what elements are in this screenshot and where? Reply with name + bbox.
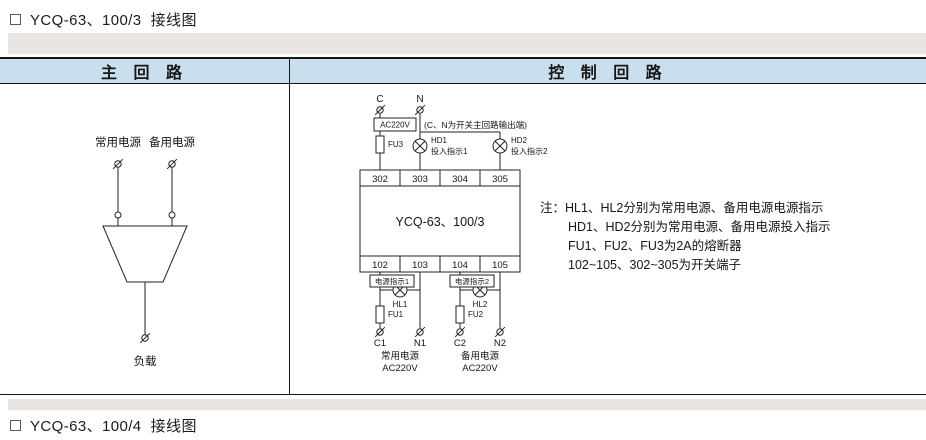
terminal-icon	[112, 158, 124, 170]
section-title-bottom-text: YCQ-63、100/4 接线图	[30, 418, 197, 435]
label-hl1: HL1	[393, 300, 408, 309]
terminal-303: 303	[412, 174, 428, 185]
label-hd1-desc: 投入指示1	[431, 146, 468, 156]
indicator2-tag-box	[449, 274, 495, 288]
device-box	[359, 169, 521, 273]
label-power-indicator1: 电源指示1	[375, 276, 409, 286]
indicator1-tag-box	[369, 274, 415, 288]
label-hd2-desc: 投入指示2	[511, 146, 548, 156]
header-control-circuit: 控 制 回 路	[548, 65, 668, 82]
square-bullet-icon	[10, 14, 21, 25]
table-header-row: 主 回 路 控 制 回 路	[0, 57, 926, 84]
terminal-icon	[414, 326, 426, 338]
label-n2: N2	[494, 338, 506, 349]
terminal-icon	[454, 326, 466, 338]
square-bullet-icon	[10, 420, 21, 431]
label-c2: C2	[454, 338, 466, 349]
divider-band-bottom	[8, 399, 926, 410]
section-title-top: YCQ-63、100/3 接线图	[10, 9, 197, 30]
label-n1: N1	[414, 338, 426, 349]
contact-icon	[168, 211, 176, 219]
label-hd2: HD2	[511, 136, 528, 145]
fuse-fu2-icon	[455, 305, 465, 324]
note-line: 注：HL1、HL2分别为常用电源、备用电源电源指示	[540, 199, 831, 218]
note-line: FU1、FU2、FU3为2A的熔断器	[568, 239, 742, 253]
terminal-305: 305	[492, 174, 508, 185]
label-normal-power-src: 常用电源	[381, 350, 420, 362]
section-title-bottom: YCQ-63、100/4 接线图	[10, 415, 197, 436]
label-power-indicator2: 电源指示2	[455, 276, 489, 286]
label-normal-power: 常用电源	[95, 135, 141, 149]
label-cn-note: (C、N为开关主回路输出端)	[424, 120, 527, 130]
label-n: N	[416, 94, 423, 105]
header-main-circuit: 主 回 路	[0, 59, 290, 83]
lamp-hd1-icon	[412, 138, 428, 154]
note-line: 102~105、302~305为开关端子	[568, 258, 742, 272]
lamp-hd2-icon	[492, 138, 508, 154]
terminal-icon	[139, 332, 151, 344]
label-backup-power: 备用电源	[149, 135, 195, 149]
transfer-switch-body	[102, 225, 188, 283]
table-body-row: 常用电源 备用电源 负载	[0, 84, 926, 395]
fuse-fu1-icon	[375, 305, 385, 324]
label-fu2: FU2	[468, 310, 484, 319]
ac220v-tag-box	[373, 117, 417, 132]
terminal-icon	[374, 326, 386, 338]
main-circuit-diagram: 常用电源 备用电源 负载	[95, 135, 195, 368]
label-c: C	[376, 94, 383, 105]
control-circuit-cell: AC220V (C、N为开关主回路输出端) 电源指示1 电源指示2	[290, 84, 926, 394]
terminal-105: 105	[492, 260, 508, 271]
label-load: 负载	[134, 354, 157, 368]
label-backup-power-src: 备用电源	[461, 350, 500, 362]
device-model-label: YCQ-63、100/3	[396, 215, 485, 229]
terminal-304: 304	[452, 174, 468, 185]
note-prefix: 注：	[540, 201, 566, 215]
label-c1: C1	[374, 338, 386, 349]
contact-icon	[114, 211, 122, 219]
label-fu1: FU1	[388, 310, 404, 319]
fuse-fu3-icon	[375, 135, 385, 154]
main-circuit-cell: 常用电源 备用电源 负载	[0, 84, 290, 394]
note-line: HD1、HD2分别为常用电源、备用电源投入指示	[568, 220, 831, 234]
wiring-diagram-table: 主 回 路 控 制 回 路	[0, 57, 926, 395]
note-text: HL1、HL2分别为常用电源、备用电源电源指示	[565, 201, 824, 215]
terminal-104: 104	[452, 260, 468, 271]
terminal-103: 103	[412, 260, 428, 271]
label-hd1: HD1	[431, 136, 448, 145]
label-ac220v-top: AC220V	[380, 121, 410, 130]
terminal-102: 102	[372, 260, 388, 271]
label-hl2: HL2	[473, 300, 488, 309]
terminal-icon	[414, 104, 426, 116]
label-fu3: FU3	[388, 140, 404, 149]
control-circuit-diagram: AC220V (C、N为开关主回路输出端) 电源指示1 电源指示2	[359, 94, 548, 374]
terminal-icon	[374, 104, 386, 116]
label-backup-voltage: AC220V	[462, 363, 498, 374]
terminal-icon	[166, 158, 178, 170]
notes-block: 注：HL1、HL2分别为常用电源、备用电源电源指示 HD1、HD2分别为常用电源…	[540, 199, 831, 275]
terminal-icon	[494, 326, 506, 338]
main-circuit-wires	[117, 167, 173, 335]
divider-band-top	[8, 33, 926, 54]
terminal-302: 302	[372, 174, 388, 185]
label-normal-voltage: AC220V	[382, 363, 418, 374]
section-title-top-text: YCQ-63、100/3 接线图	[30, 12, 197, 29]
